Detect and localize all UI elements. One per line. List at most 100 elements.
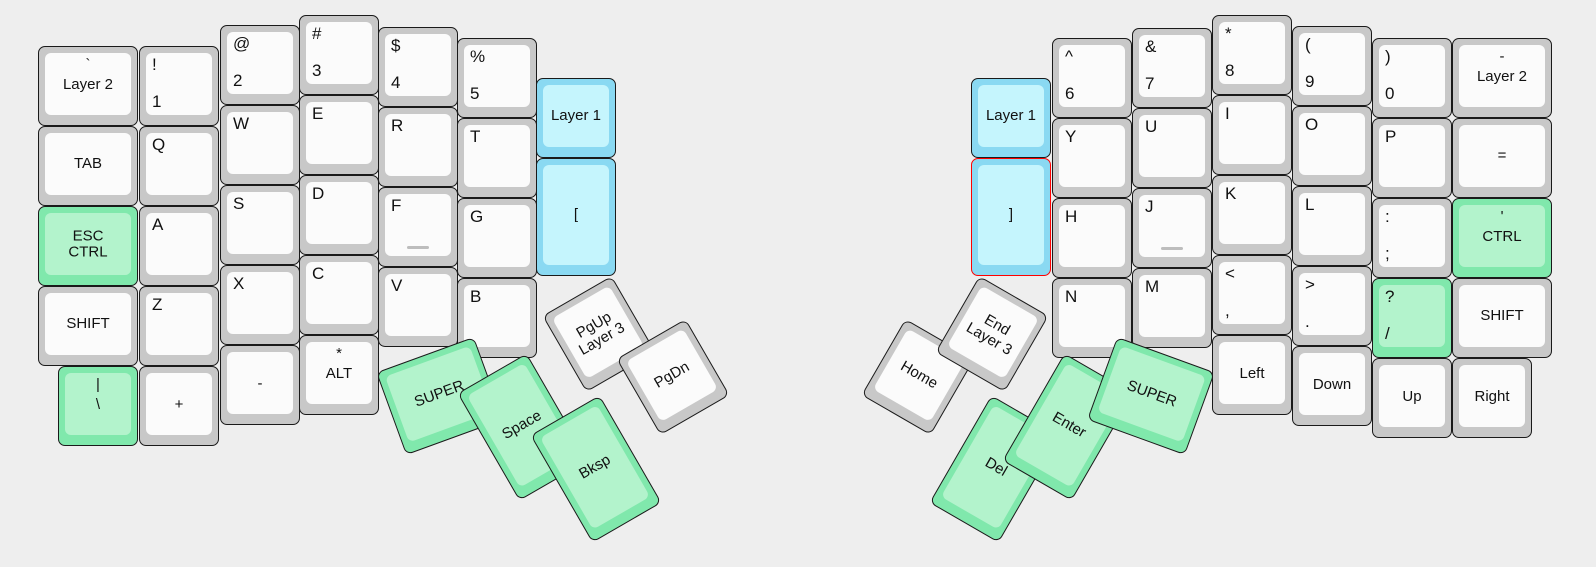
key-r-c7-r2[interactable]: ] <box>971 158 1051 276</box>
key-r-c1-r4[interactable]: SHIFT <box>1452 278 1552 358</box>
key-cap: = <box>1459 125 1545 187</box>
key-r-c4-r1[interactable]: *8 <box>1212 15 1292 95</box>
key-cap: %5 <box>464 45 530 107</box>
key-l-c6-r4[interactable]: B <box>457 278 537 358</box>
key-l-c2-r1[interactable]: !1 <box>139 46 219 126</box>
key-legend-base: SHIFT <box>1480 307 1524 325</box>
key-legend-base: 7 <box>1145 74 1155 94</box>
key-r-c4-r5[interactable]: Left <box>1212 335 1292 415</box>
homing-bar-icon <box>407 246 429 249</box>
key-cap: #3 <box>306 22 372 84</box>
key-r-c6-r2[interactable]: Y <box>1052 118 1132 198</box>
key-cap: A <box>146 213 212 275</box>
key-r-c1-r3[interactable]: 'CTRL <box>1452 198 1552 278</box>
key-r-c4-r4[interactable]: <, <box>1212 255 1292 335</box>
key-r-c2-r4[interactable]: ?/ <box>1372 278 1452 358</box>
key-l-c4-r4[interactable]: C <box>299 255 379 335</box>
key-r-c2-r2[interactable]: P <box>1372 118 1452 198</box>
key-r-c6-r3[interactable]: H <box>1052 198 1132 278</box>
key-cap: (9 <box>1299 33 1365 95</box>
key-cap: Up <box>1379 365 1445 427</box>
key-r-c2-r1[interactable]: )0 <box>1372 38 1452 118</box>
key-cap: M <box>1139 275 1205 337</box>
key-legend-shifted: * <box>1225 24 1232 43</box>
key-legend-base: SUPER <box>1124 376 1180 411</box>
key-l-c6-r3[interactable]: G <box>457 198 537 278</box>
key-legend-shifted: - <box>1499 48 1505 65</box>
key-l-c1-r5[interactable]: |\ <box>58 366 138 446</box>
key-r-c2-r5[interactable]: Up <box>1372 358 1452 438</box>
key-l-c6-r2[interactable]: T <box>457 118 537 198</box>
key-cap: *8 <box>1219 22 1285 84</box>
key-cap: End Layer 3 <box>946 285 1040 380</box>
key-l-c6-r1[interactable]: %5 <box>457 38 537 118</box>
key-r-c6-r1[interactable]: ^6 <box>1052 38 1132 118</box>
key-r-c3-r1[interactable]: (9 <box>1292 26 1372 106</box>
key-cap: L <box>1299 193 1365 255</box>
key-legend-shifted: ( <box>1305 35 1311 54</box>
key-cap: P <box>1379 125 1445 187</box>
key-legend-base: = <box>1497 147 1507 165</box>
key-legend-shifted: : <box>1385 207 1390 226</box>
key-cap: T <box>464 125 530 187</box>
key-cap: K <box>1219 182 1285 244</box>
key-r-c2-r3[interactable]: :; <box>1372 198 1452 278</box>
key-l-c4-r3[interactable]: D <box>299 175 379 255</box>
key-legend-base: / <box>1385 324 1390 344</box>
key-r-c1-r2[interactable]: = <box>1452 118 1552 198</box>
key-l-c1-r1[interactable]: `Layer 2 <box>38 46 138 126</box>
key-cap: :; <box>1379 205 1445 267</box>
key-l-c4-r1[interactable]: #3 <box>299 15 379 95</box>
key-r-c3-r4[interactable]: >. <box>1292 266 1372 346</box>
key-legend-shifted: ? <box>1385 287 1395 306</box>
key-r-c1-r1[interactable]: - Layer 2 <box>1452 38 1552 118</box>
key-l-c5-r1[interactable]: $4 <box>378 27 458 107</box>
key-l-c2-r4[interactable]: Z <box>139 286 219 366</box>
key-r-c1-r5[interactable]: Right <box>1452 358 1532 438</box>
key-cap: Q <box>146 133 212 195</box>
key-cap: <, <box>1219 262 1285 324</box>
key-r-c4-r2[interactable]: I <box>1212 95 1292 175</box>
key-legend-base: J <box>1145 197 1154 216</box>
key-legend-base: Layer 2 <box>1476 68 1528 86</box>
key-legend-base: M <box>1145 277 1160 296</box>
key-legend-base: O <box>1305 115 1319 134</box>
key-cap: J <box>1139 195 1205 257</box>
key-legend-base: . <box>1305 312 1310 332</box>
key-cap: Y <box>1059 125 1125 187</box>
key-r-c5-r1[interactable]: &7 <box>1132 28 1212 108</box>
key-cap: ?/ <box>1379 285 1445 347</box>
key-r-c3-r2[interactable]: O <box>1292 106 1372 186</box>
key-cap: &7 <box>1139 35 1205 97</box>
key-l-c2-r3[interactable]: A <box>139 206 219 286</box>
key-legend-base: , <box>1225 301 1230 321</box>
key-cap: >. <box>1299 273 1365 335</box>
key-l-c2-r2[interactable]: Q <box>139 126 219 206</box>
key-r-c5-r2[interactable]: U <box>1132 108 1212 188</box>
key-legend-base: N <box>1065 287 1078 306</box>
key-cap: ^6 <box>1059 45 1125 107</box>
key-l-c5-r4[interactable]: V <box>378 267 458 347</box>
key-r-c4-r3[interactable]: K <box>1212 175 1292 255</box>
key-cap: Layer 1 <box>978 85 1044 147</box>
key-cap: SHIFT <box>1459 285 1545 347</box>
key-cap: Down <box>1299 353 1365 415</box>
key-legend-base: Y <box>1065 127 1077 146</box>
key-r-c7-r1[interactable]: Layer 1 <box>971 78 1051 158</box>
key-l-c2-r5[interactable]: + <box>139 366 219 446</box>
key-l-c4-r2[interactable]: E <box>299 95 379 175</box>
key-legend-base: U <box>1145 117 1158 136</box>
key-legend-base: I <box>1225 104 1230 123</box>
key-l-c3-r4[interactable]: X <box>220 265 300 345</box>
key-legend-shifted: & <box>1145 37 1157 56</box>
key-r-c3-r5[interactable]: Down <box>1292 346 1372 426</box>
key-cap: SUPER <box>1097 345 1206 443</box>
key-cap: O <box>1299 113 1365 175</box>
key-r-c5-r4[interactable]: M <box>1132 268 1212 348</box>
homing-bar-icon <box>1161 247 1183 250</box>
key-legend-base: 9 <box>1305 72 1315 92</box>
key-r-c5-r3[interactable]: J <box>1132 188 1212 268</box>
key-r-c3-r3[interactable]: L <box>1292 186 1372 266</box>
